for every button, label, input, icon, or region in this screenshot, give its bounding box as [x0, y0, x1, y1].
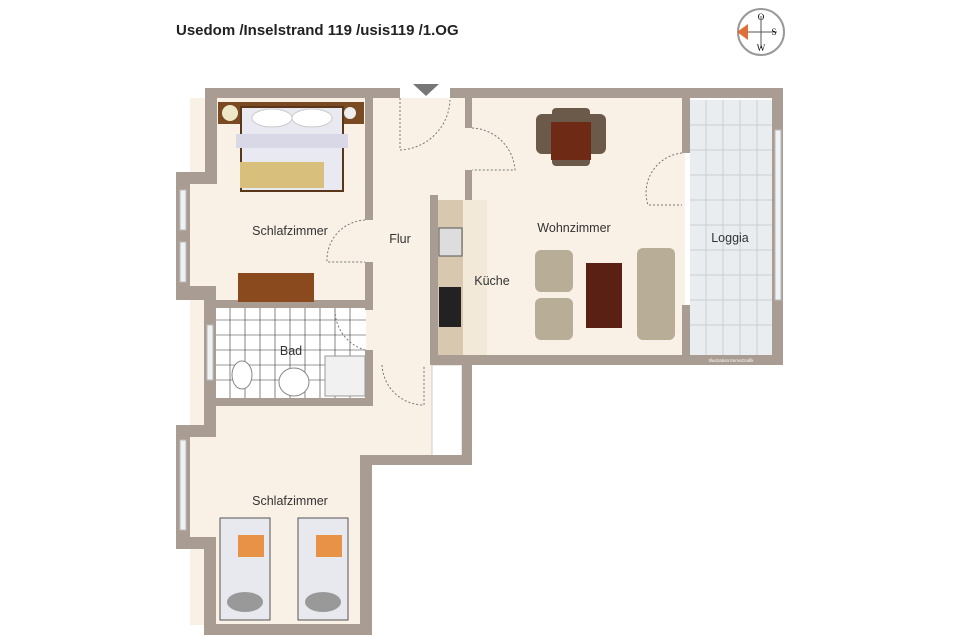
room-label-bedroom-2: Schlafzimmer [252, 494, 328, 508]
entrance-arrow-icon [413, 84, 439, 96]
svg-text:O: O [758, 12, 765, 22]
floors [190, 98, 685, 625]
dresser [238, 273, 314, 302]
double-bed [218, 102, 364, 192]
dining-table [536, 108, 606, 166]
plan-title: Usedom /Inselstrand 119 /usis119 /1.OG [176, 22, 459, 39]
room-label-kitchen: Küche [474, 274, 509, 288]
room-label-living-room: Wohnzimmer [537, 221, 610, 235]
bathroom-fixtures [231, 355, 366, 397]
doors [326, 98, 683, 406]
single-beds [219, 517, 349, 621]
room-label-loggia: Loggia [711, 231, 749, 245]
compass-icon: O S W [737, 8, 785, 56]
loggia-tiles [690, 100, 772, 355]
room-label-bedroom-1: Schlafzimmer [252, 224, 328, 238]
walls [176, 88, 783, 635]
room-label-bathroom: Bad [280, 344, 302, 358]
svg-text:S: S [771, 27, 776, 37]
svg-text:W: W [757, 43, 766, 53]
sofa-set [535, 248, 675, 340]
watermark: Illustration:ImmoGrafik [708, 358, 754, 363]
kitchen-counter [438, 200, 487, 355]
room-label-hallway: Flur [389, 232, 411, 246]
